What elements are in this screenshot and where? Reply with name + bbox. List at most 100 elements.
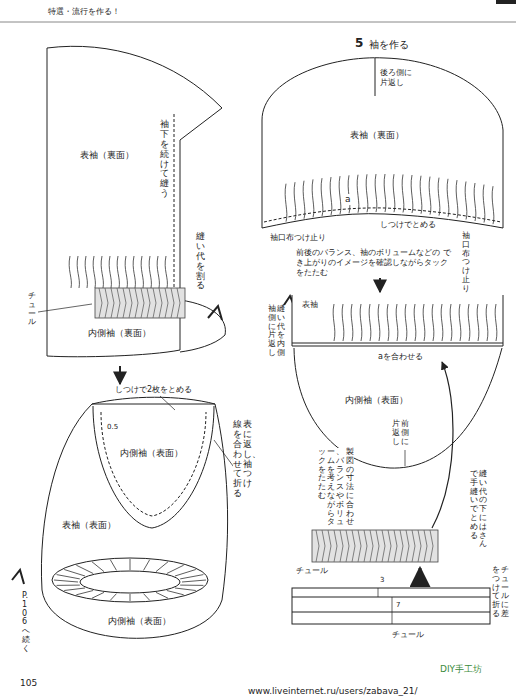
gather-stroke [85, 256, 87, 288]
gather-stroke [175, 570, 196, 577]
tulle-pleat [328, 530, 331, 562]
gather-stroke [330, 177, 332, 215]
instruction-note: 縫い代を割る [196, 232, 205, 291]
part-name: 内側袖（裏面） [88, 328, 151, 339]
step-mark [12, 570, 24, 584]
tulle-pleat [99, 288, 102, 318]
tulle-pleat [322, 530, 325, 562]
gather-stroke [57, 585, 80, 586]
gather-stroke [175, 588, 196, 591]
header-rule [0, 22, 516, 23]
part-name: 表袖（表面） [62, 520, 116, 531]
watermark: DIY手工坊 [440, 664, 482, 675]
gather-stroke [333, 304, 335, 341]
tulle-pleat [424, 530, 427, 562]
gather-stroke [351, 304, 353, 341]
step-title: 袖を作る [369, 39, 409, 52]
gather-stroke [144, 560, 150, 571]
part-name: 内側袖（表面） [345, 395, 408, 406]
tulle-strip [292, 588, 490, 624]
gather-stroke [477, 304, 479, 341]
gather-stroke [429, 177, 431, 215]
leader-line [38, 304, 92, 312]
cuff-inner [80, 571, 180, 593]
gather-stroke [110, 560, 116, 571]
gather-stroke [109, 256, 111, 288]
tulle-ruffle [312, 530, 438, 562]
seam-line [375, 58, 376, 96]
tulle-pleat [316, 530, 319, 562]
part-name: チュール [296, 566, 328, 576]
header-bar [496, 0, 516, 4]
gather-stroke [156, 562, 168, 572]
gather-stroke [294, 182, 296, 220]
gather-stroke [110, 594, 116, 601]
part-name: 表袖（裏面） [350, 130, 404, 141]
gather-stroke [130, 559, 131, 570]
fold-line [292, 597, 490, 598]
gather-stroke [157, 256, 159, 288]
tulle-pleat [334, 530, 337, 562]
seam-line [174, 114, 175, 296]
tulle-pleat [364, 530, 367, 562]
gather-stroke [375, 174, 377, 212]
gather-stroke [93, 256, 95, 288]
basting-line [101, 412, 206, 516]
instruction-note: しつけで2枚をとめる [115, 385, 192, 395]
gather-stroke [465, 182, 467, 220]
point-mark: a [345, 194, 351, 205]
tulle-pleat [141, 288, 144, 318]
gather-stroke [441, 304, 443, 341]
dimension: 0.5 [107, 423, 118, 432]
sleeve-top-edge [92, 397, 215, 404]
tulle-pleat [111, 288, 114, 318]
tulle-pleat [388, 530, 391, 562]
gather-stroke [432, 304, 434, 341]
gather-stroke [393, 174, 395, 212]
gather-stroke [357, 175, 359, 213]
instruction-note: aを合わせる [378, 352, 423, 362]
running-header: 特選・流行を作る！ [48, 7, 120, 17]
gather-stroke [366, 174, 368, 212]
tulle-pleat [159, 288, 162, 318]
gather-stroke [133, 256, 135, 288]
gather-stroke [456, 180, 458, 218]
gather-stroke [459, 304, 461, 341]
dimension: 7 [396, 601, 400, 610]
tulle-pleat [352, 530, 355, 562]
fold-line [292, 612, 490, 613]
instruction-note: 袖下を続けて縫う [160, 120, 169, 199]
gather-stroke [360, 304, 362, 341]
gather-stroke [165, 256, 167, 288]
gather-stroke [396, 304, 398, 341]
watermark-url: www.liveinternet.ru/users/zabava_21/ [248, 686, 418, 697]
gather-stroke [438, 178, 440, 216]
seam-line [292, 343, 503, 344]
gather-stroke [468, 304, 470, 341]
placement-arrow [432, 362, 453, 528]
gather-stroke [405, 304, 407, 341]
gather-stroke [77, 256, 79, 288]
tulle-pleat [129, 288, 132, 318]
tulle-pleat [340, 530, 343, 562]
gather-stroke [92, 592, 104, 598]
tulle-pleat [430, 530, 433, 562]
page-reference: P.106へ続く [22, 592, 30, 654]
gather-stroke [92, 562, 104, 572]
gather-stroke [182, 580, 206, 582]
tulle-ruffle [95, 288, 185, 318]
instruction-note: 縫い代を内側袖側に片返し [268, 305, 285, 358]
tulle-pleat [400, 530, 403, 562]
part-name: 内側袖（表面） [120, 448, 183, 459]
gather-stroke [54, 580, 78, 582]
gather-stroke [144, 594, 150, 601]
step-number: 5 [355, 36, 363, 51]
part-name: チュール [28, 292, 36, 327]
gather-stroke [76, 591, 93, 595]
instruction-note: 製図の寸法に合わせ、バランスやボリュームを考えながらタックをたたむ [318, 448, 354, 527]
outer-sleeve [47, 46, 222, 356]
page-number: 105 [20, 678, 37, 689]
cuff-opening [52, 558, 208, 602]
gather-stroke [285, 184, 287, 222]
part-name: 表袖 [302, 300, 318, 310]
